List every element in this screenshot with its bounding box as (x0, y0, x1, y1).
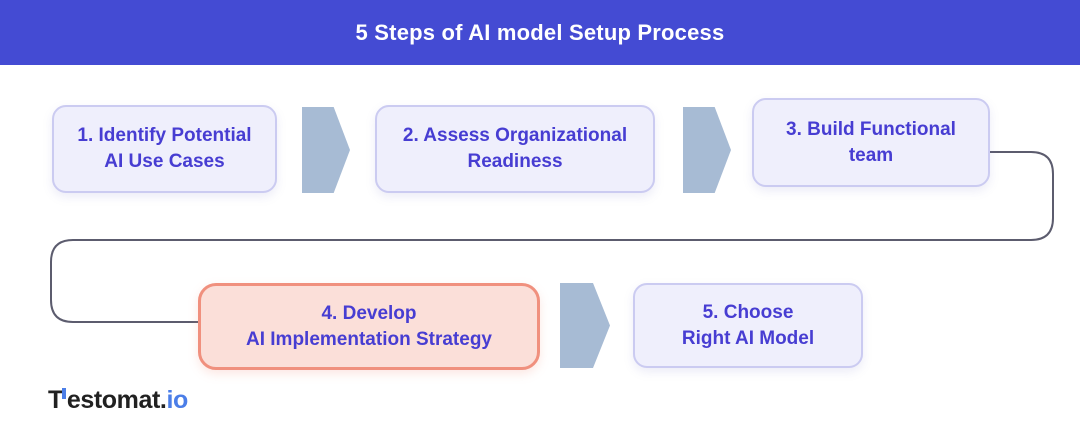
step-box-5: 5. Choose Right AI Model (633, 283, 863, 368)
step-box-4-highlighted: 4. Develop AI Implementation Strategy (198, 283, 540, 370)
step-box-2: 2. Assess Organizational Readiness (375, 105, 655, 193)
step-box-3: 3. Build Functional team (752, 98, 990, 187)
logo-tick-icon (61, 388, 66, 399)
flow-arrow-icon (683, 107, 731, 193)
logo-letter-t: T (48, 386, 63, 414)
logo-rest: estomat. (66, 386, 167, 414)
header-banner: 5 Steps of AI model Setup Process (0, 0, 1080, 65)
step-box-1: 1. Identify Potential AI Use Cases (52, 105, 277, 193)
logo-suffix: io (166, 386, 188, 414)
diagram-title: 5 Steps of AI model Setup Process (355, 19, 725, 45)
flow-arrow-icon (302, 107, 350, 193)
flow-arrow-icon (560, 283, 610, 368)
